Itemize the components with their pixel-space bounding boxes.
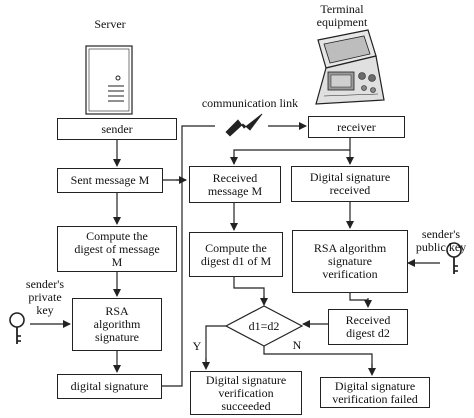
lightning-icon <box>225 113 263 137</box>
server-icon <box>85 45 133 115</box>
compute-digest-d1-box: Compute the digest d1 of M <box>189 232 283 277</box>
public-key-label: sender's public key <box>415 227 467 254</box>
verification-succeeded-box: Digital signature verification succeeded <box>190 371 302 415</box>
sent-message-box: Sent message M <box>57 168 163 193</box>
no-label: N <box>292 338 302 352</box>
verification-failed-box: Digital signature verification failed <box>320 377 430 408</box>
communication-link-label: communication link <box>201 96 299 110</box>
server-label: Server <box>94 17 126 31</box>
rsa-signature-box: RSA algorithm signature <box>72 298 162 351</box>
digital-signature-box: digital signature <box>57 374 162 399</box>
private-key-icon <box>9 312 25 344</box>
public-key-icon <box>446 242 462 274</box>
receiver-box: receiver <box>308 116 405 138</box>
terminal-label: Terminal equipment <box>316 2 368 29</box>
yes-label: Y <box>192 339 202 353</box>
rsa-verification-box: RSA algorithm signature verification <box>292 230 408 293</box>
digital-signature-received-box: Digital signature received <box>291 166 409 202</box>
connectors <box>30 122 440 387</box>
sender-box: sender <box>57 118 177 140</box>
private-key-label: sender's private key <box>25 277 65 317</box>
received-digest-box: Received digest d2 <box>328 309 408 345</box>
decision-label: d1=d2 <box>248 319 280 333</box>
compute-digest-m-box: Compute the digest of message M <box>57 226 177 272</box>
received-message-box: Received message M <box>189 166 281 203</box>
terminal-icon <box>315 29 385 105</box>
